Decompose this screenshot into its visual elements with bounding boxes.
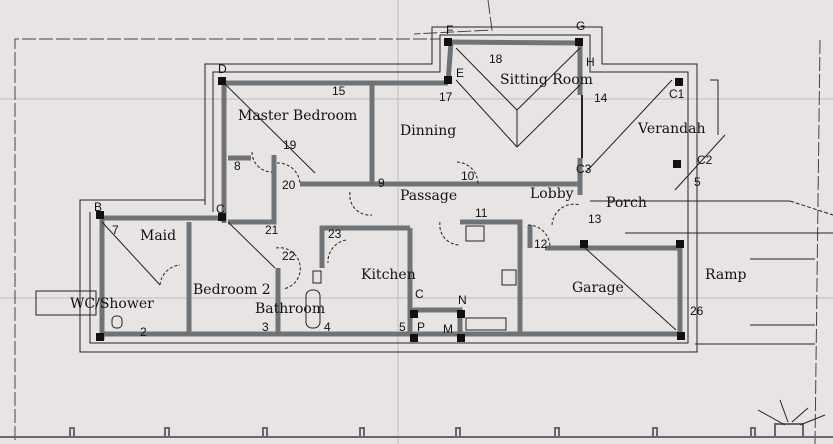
- marker-label: G: [576, 19, 586, 33]
- marker-label: 15: [332, 84, 346, 98]
- marker-label: 9: [378, 176, 385, 190]
- ramp-lines: [590, 79, 833, 345]
- room-label-bathroom: Bathroom: [255, 301, 326, 317]
- marker-label: N: [458, 293, 467, 307]
- room-label-kitchen: Kitchen: [361, 267, 416, 283]
- marker-label: D: [218, 62, 227, 76]
- site-boundary: [814, 39, 821, 444]
- site-boundary: [14, 38, 440, 440]
- marker-label: 3: [262, 320, 269, 334]
- marker-label: 18: [489, 52, 503, 66]
- room-label-passage: Passage: [400, 188, 458, 204]
- marker-label: M: [443, 322, 453, 336]
- room-label-sitting-room: Sitting Room: [500, 72, 593, 88]
- marker-label: 19: [283, 138, 297, 152]
- door-swings: [159, 151, 581, 290]
- marker-label: 20: [282, 178, 296, 192]
- marker-label: B: [94, 200, 103, 214]
- marker-label: H: [586, 55, 595, 69]
- room-label-porch: Porch: [606, 195, 647, 211]
- marker-label: 23: [328, 227, 342, 241]
- marker-label: 5: [399, 320, 406, 334]
- marker-label: C: [216, 202, 225, 216]
- marker-label: P: [417, 320, 426, 334]
- room-label-lobby: Lobby: [530, 186, 574, 202]
- walls: [99, 39, 683, 340]
- roof-outline: [79, 26, 698, 353]
- room-label-maid: Maid: [140, 228, 177, 244]
- marker-label: 17: [439, 90, 453, 104]
- roof-hips: [101, 47, 726, 331]
- fixtures: [35, 225, 517, 331]
- marker-label: 21: [265, 223, 279, 237]
- room-label-dinning: Dinning: [400, 123, 457, 139]
- marker-label: C2: [697, 153, 713, 167]
- marker-label: 4: [324, 320, 331, 334]
- room-label-bedroom-2: Bedroom 2: [193, 282, 271, 298]
- columns: [96, 38, 685, 342]
- marker-label: 11: [475, 206, 488, 220]
- marker-label: 8: [234, 159, 241, 173]
- room-label-master-bedroom: Master Bedroom: [238, 108, 358, 124]
- marker-label: 2: [140, 325, 147, 339]
- boundary-fence: [0, 399, 833, 438]
- marker-label: 10: [461, 169, 475, 183]
- marker-label: 22: [282, 249, 296, 263]
- marker-label: C: [415, 287, 424, 301]
- marker-label: 14: [594, 91, 608, 105]
- marker-label: C3: [576, 162, 592, 176]
- marker-label: 7: [112, 223, 119, 237]
- marker-label: E: [456, 66, 465, 80]
- site-boundary: [413, 0, 493, 35]
- marker-label: F: [446, 23, 454, 37]
- marker-label: 12: [534, 237, 548, 251]
- marker-label: 13: [588, 212, 602, 226]
- roof-outline: [89, 34, 689, 344]
- room-label-wc-shower: WC/Shower: [70, 296, 154, 312]
- room-label-ramp: Ramp: [705, 267, 747, 283]
- room-label-verandah: Verandah: [638, 121, 706, 137]
- room-label-garage: Garage: [572, 280, 624, 296]
- marker-label: 26: [690, 304, 704, 318]
- marker-label: C1: [669, 87, 685, 101]
- marker-label: 5: [694, 175, 701, 189]
